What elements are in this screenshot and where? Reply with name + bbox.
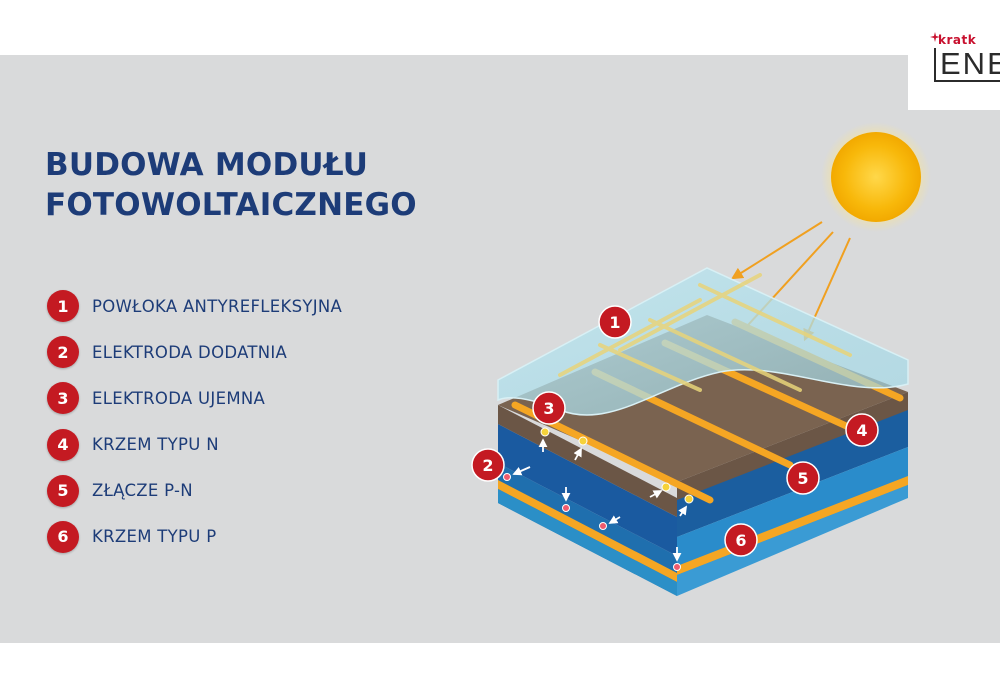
legend-badge: 3 <box>47 382 79 415</box>
diagram-marker-4: 4 <box>845 413 879 447</box>
title-line-2: FOTOWOLTAICZNEGO <box>45 187 417 223</box>
legend-badge: 1 <box>47 290 79 322</box>
logo-mark-icon <box>930 32 940 42</box>
marker-label: 5 <box>797 469 808 488</box>
legend-label: ZŁĄCZE P-N <box>92 481 193 501</box>
diagram-marker-6: 6 <box>724 523 758 557</box>
logo-brand-text: kratk <box>938 33 977 47</box>
legend-list: 1 POWŁOKA ANTYREFLEKSYJNA 2 ELEKTRODA DO… <box>47 289 342 566</box>
page-title: BUDOWA MODUŁU FOTOWOLTAICZNEGO <box>45 145 417 225</box>
hole-markers <box>503 473 681 571</box>
charge-flow-arrows <box>512 438 687 562</box>
marker-label: 3 <box>543 399 554 418</box>
logo-main-text: ENE <box>934 48 1000 82</box>
diagram-marker-5: 5 <box>786 461 820 495</box>
diagram-marker-2: 2 <box>471 448 505 482</box>
legend-item: 2 ELEKTRODA DODATNIA <box>47 335 342 369</box>
legend-item: 3 ELEKTRODA UJEMNA <box>47 381 342 415</box>
legend-label: KRZEM TYPU P <box>92 527 217 547</box>
marker-label: 2 <box>482 456 493 475</box>
logo: kratk ENE <box>908 20 1000 110</box>
legend-badge: 4 <box>47 428 79 461</box>
legend-item: 1 POWŁOKA ANTYREFLEKSYJNA <box>47 289 342 323</box>
legend-item: 4 KRZEM TYPU N <box>47 428 342 462</box>
antireflective-coating <box>497 267 909 416</box>
legend-badge: 2 <box>47 336 79 369</box>
legend-item: 5 ZŁĄCZE P-N <box>47 474 342 508</box>
diagram-marker-1: 1 <box>598 305 632 339</box>
diagram-marker-3: 3 <box>532 391 566 425</box>
marker-label: 6 <box>735 531 746 550</box>
sun-icon <box>821 122 931 232</box>
legend-badge: 5 <box>47 474 79 507</box>
pv-module-diagram: 1 2 3 4 5 6 <box>471 122 931 596</box>
legend-label: ELEKTRODA UJEMNA <box>92 388 266 408</box>
marker-label: 1 <box>609 313 620 332</box>
legend-label: KRZEM TYPU N <box>92 435 219 455</box>
electron-markers <box>540 427 694 504</box>
marker-label: 4 <box>856 421 867 440</box>
legend-label: ELEKTRODA DODATNIA <box>92 342 288 362</box>
legend-label: POWŁOKA ANTYREFLEKSYJNA <box>92 296 343 316</box>
legend-item: 6 KRZEM TYPU P <box>47 520 342 554</box>
title-line-1: BUDOWA MODUŁU <box>45 147 369 183</box>
legend-badge: 6 <box>47 520 79 553</box>
